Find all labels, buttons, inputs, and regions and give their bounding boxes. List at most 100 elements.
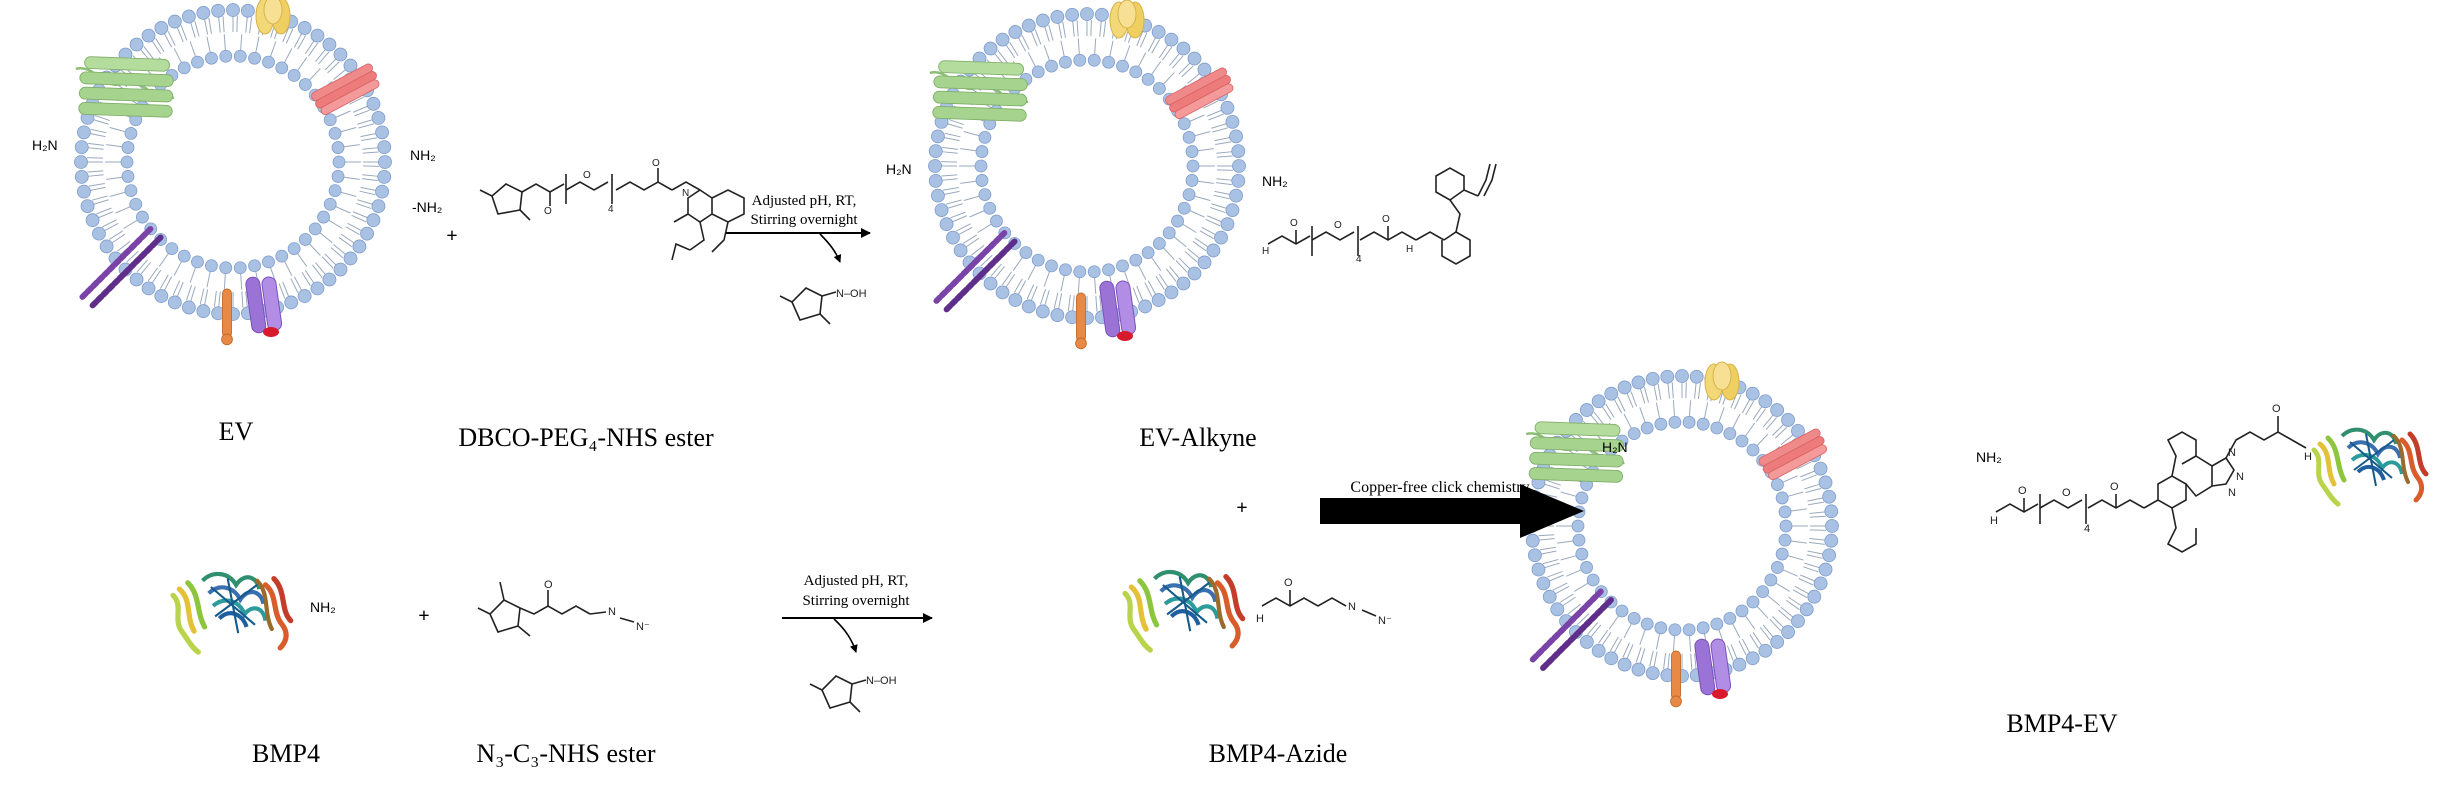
dbco-o-label-2: O	[652, 158, 660, 169]
lipid-tail	[240, 273, 243, 290]
lipid-head	[1214, 230, 1228, 245]
lipid-tail	[1060, 275, 1065, 292]
lipid-tail	[1547, 570, 1563, 578]
lipid-tail	[1103, 21, 1107, 38]
lipid-tail	[249, 17, 253, 34]
lipid-tail	[941, 174, 958, 177]
dbco-o-label-3: O	[583, 170, 591, 181]
bmp4ev-o-label-2: O	[2062, 487, 2071, 499]
lipid-tail	[1205, 218, 1221, 227]
lipid-head	[983, 276, 998, 291]
lipid-head	[1770, 478, 1784, 491]
lipid-head	[177, 249, 191, 263]
lipid-tail	[1623, 413, 1632, 429]
lipid-tail	[1147, 37, 1157, 52]
lipid-tail	[1048, 24, 1054, 41]
plus-sign-1: +	[446, 225, 457, 247]
lipid-head	[275, 61, 289, 75]
lipid-tail	[1792, 589, 1808, 599]
lipid-head	[1579, 635, 1594, 649]
lipid-head	[1778, 505, 1792, 519]
alkyne-o-label-3: O	[1334, 220, 1342, 231]
lipid-tail	[1788, 596, 1803, 607]
dbco-peg4-nhs-structure	[479, 168, 745, 261]
lipid-head	[211, 3, 226, 18]
lipid-head	[1229, 188, 1243, 203]
lipid-head	[129, 272, 144, 287]
lipid-tail	[951, 215, 968, 223]
lipid-tail	[1021, 35, 1030, 50]
lipid-tail	[309, 243, 321, 256]
nhs-oh-label-1: N–OH	[836, 288, 867, 300]
lipid-tail	[1109, 40, 1114, 57]
lipid-head	[1617, 657, 1632, 672]
lipid-head	[248, 51, 261, 65]
lipid-head	[226, 3, 240, 17]
lipid-tail	[948, 118, 964, 126]
lipid-tail	[176, 281, 184, 298]
lipid-head	[297, 21, 312, 35]
lipid-tail	[1027, 265, 1036, 280]
lipid-head	[1059, 55, 1072, 69]
lipid-head	[1822, 548, 1837, 563]
lipid-tail	[1801, 474, 1817, 482]
orange-protein	[1075, 292, 1087, 350]
lipid-tail	[104, 222, 119, 232]
lipid-tail	[352, 211, 369, 219]
lipid-head	[1710, 421, 1724, 435]
lipid-head	[1031, 65, 1045, 79]
nhs-oh-label-2: N–OH	[866, 675, 897, 687]
lipid-tail	[136, 259, 148, 273]
lipid-head	[177, 61, 191, 75]
triazole-n3: N	[2228, 487, 2236, 499]
lipid-head	[99, 239, 114, 254]
lipid-tail	[1067, 294, 1071, 311]
lipid-tail	[941, 178, 958, 181]
lipid-tail	[1169, 52, 1181, 66]
lipid-head	[1021, 18, 1036, 33]
lipid-head	[1775, 547, 1789, 561]
lipid-tail	[1548, 574, 1564, 582]
lipid-tail	[1567, 603, 1581, 615]
lipid-head	[1229, 129, 1243, 144]
lipid-head	[1770, 403, 1785, 417]
lipid-tail	[349, 96, 364, 105]
lipid-head	[1225, 203, 1240, 218]
lipid-tail	[1738, 640, 1747, 656]
lipid-tail	[333, 244, 347, 256]
lipid-tail	[1689, 400, 1692, 417]
ev-vesicle	[60, 0, 392, 346]
lipid-tail	[1756, 433, 1769, 446]
lipid-head	[74, 169, 89, 184]
lipid-head	[995, 285, 1010, 300]
lipid-tail	[163, 33, 173, 48]
lipid-head	[1080, 7, 1094, 21]
lipid-head	[1232, 159, 1246, 173]
lipid-tail	[1787, 555, 1804, 561]
lipid-head	[1536, 576, 1551, 591]
lipid-head	[1206, 243, 1221, 258]
lipid-tail	[1552, 582, 1568, 591]
lipid-tail	[1043, 271, 1050, 287]
lipid-head	[928, 159, 942, 173]
lipid-tail	[1809, 515, 1826, 518]
lipid-tail	[1613, 398, 1623, 414]
lipid-head	[121, 141, 135, 154]
lipid-tail	[980, 254, 993, 267]
lipid-tail	[88, 142, 105, 146]
lipid-tail	[97, 211, 114, 219]
lipid-tail	[347, 222, 362, 232]
lipid-head	[1799, 602, 1814, 617]
lipid-tail	[106, 176, 123, 180]
lipid-head	[262, 255, 275, 269]
bmp4-amine-label: NH₂	[310, 599, 336, 615]
lipid-tail	[223, 273, 226, 290]
lipid-tail	[93, 199, 109, 205]
lipid-head	[1164, 32, 1179, 47]
lipid-head	[1094, 7, 1109, 22]
lipid-tail	[270, 41, 277, 57]
click-label: Copper-free click chemistry	[1350, 479, 1529, 496]
lipid-head	[995, 32, 1010, 47]
lipid-tail	[1601, 405, 1612, 420]
